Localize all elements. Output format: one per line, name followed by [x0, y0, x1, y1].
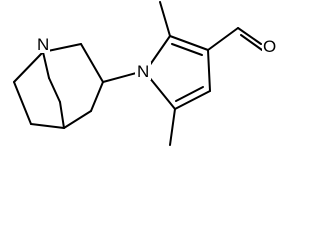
atom-n-quinuclidine-label: N: [37, 35, 49, 54]
bond: [148, 76, 176, 110]
aldehyde-co-double-bond: [240, 34, 263, 51]
aldehyde-co-bond: [237, 27, 262, 45]
bond: [13, 81, 32, 125]
atom-o-aldehyde: O: [262, 37, 279, 56]
bond: [48, 77, 61, 103]
bond: [207, 49, 211, 92]
molecule-structure-diagram: N N O: [13, 1, 279, 146]
atom-n-quinuclidine: N: [35, 35, 50, 54]
bond: [13, 51, 44, 83]
quinuclidine-ring: [13, 43, 104, 129]
methyl-bond-top: [159, 1, 171, 37]
bond-double-inner: [175, 86, 204, 102]
bond: [169, 35, 209, 51]
bond: [30, 123, 65, 129]
bond: [42, 51, 50, 79]
bond: [63, 110, 92, 129]
bond: [90, 81, 104, 112]
bond: [80, 43, 104, 83]
atom-n-pyrrole-label: N: [137, 62, 149, 81]
bond: [59, 101, 65, 129]
atom-n-pyrrole: N: [135, 62, 151, 81]
methyl-bond-bottom: [169, 108, 176, 146]
atom-o-aldehyde-label: O: [263, 37, 276, 56]
aldehyde-c-bond: [207, 27, 239, 51]
pyrrole-ring: [144, 35, 211, 110]
bond: [174, 90, 211, 110]
bond-double-inner: [171, 43, 203, 56]
bond-linker: [102, 71, 141, 83]
